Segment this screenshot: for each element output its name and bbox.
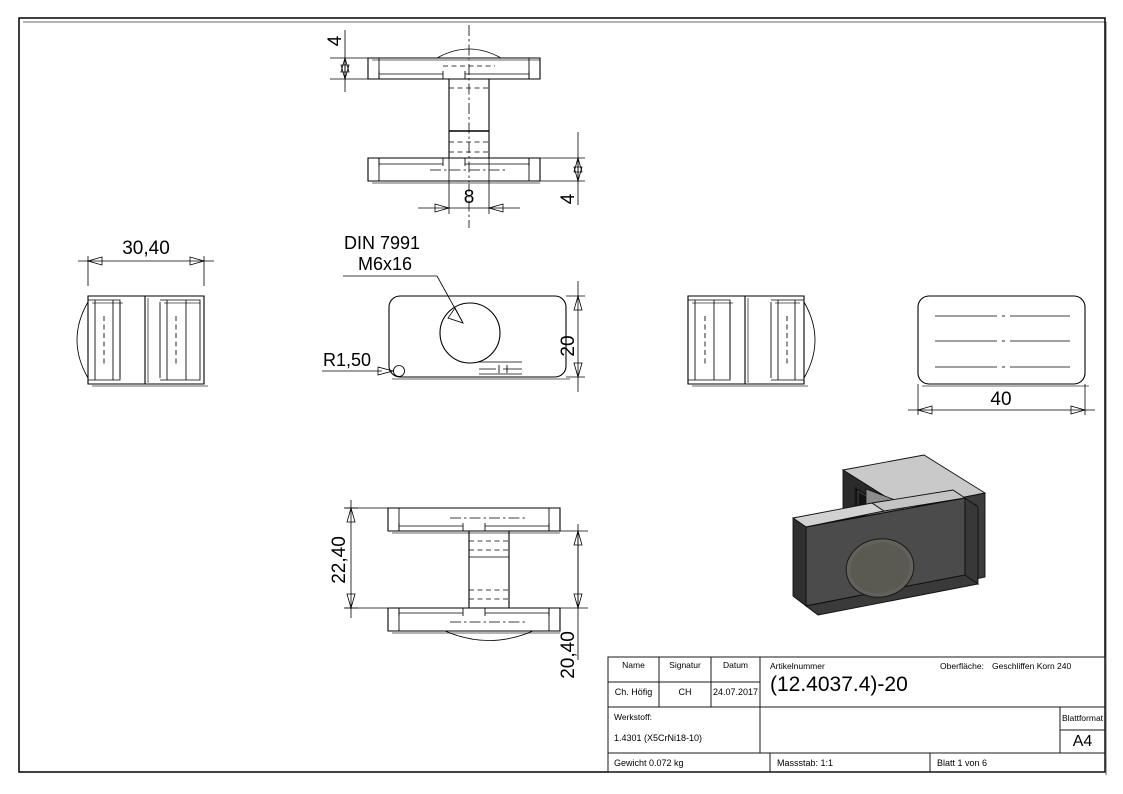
tb-value-signature: CH <box>678 687 692 697</box>
dimension-bottom-2040: 20,40 <box>558 524 583 679</box>
dim-label-4-right: 4 <box>558 193 579 204</box>
front-view-bolt-hole <box>439 302 501 364</box>
top-view-lower-flange <box>367 157 541 184</box>
left-side-view: 30,40 <box>76 238 214 387</box>
tb-surface-value: Geschliffen Korn 240 <box>992 661 1072 671</box>
right-view-arc <box>803 301 816 379</box>
annotation-din7991: DIN 7991 M6x16 <box>343 233 464 324</box>
dim-label-40: 40 <box>990 389 1011 410</box>
dim-label-8: 8 <box>464 187 475 208</box>
tb-col-name-header: Name <box>622 660 645 670</box>
front-view-radius-circle <box>393 365 405 377</box>
tb-material-label: Werkstoff: <box>614 712 652 722</box>
din-line-2: M6x16 <box>358 254 412 274</box>
top-view-dome-arc <box>436 48 502 59</box>
front-view-detail-lines <box>479 361 522 375</box>
tb-material-value: 1.4301 (X5CrNi18-10) <box>614 733 703 743</box>
dimension-bottom-2240: 22,40 <box>329 500 358 618</box>
tb-sheet-format-label: Blattformat <box>1061 713 1104 723</box>
dimension-top-4-upper: 4 <box>325 30 350 92</box>
bottom-view-upper-flange <box>387 507 561 534</box>
right-side-view <box>687 295 816 387</box>
top-view-upper-flange <box>367 57 541 80</box>
tb-value-date: 24.07.2017 <box>712 687 759 697</box>
end-view-centerlines <box>935 315 1070 368</box>
bottom-view-web <box>468 531 510 608</box>
top-view: 4 8 4 <box>325 25 585 228</box>
isometric-3d-render <box>791 454 987 616</box>
tb-surface-label: Oberfläche: <box>940 661 984 671</box>
dim-label-3040: 30,40 <box>122 238 170 259</box>
title-block <box>607 656 1106 773</box>
annotation-radius: R1,50 <box>322 350 395 376</box>
dimension-end-40: 40 <box>908 384 1095 415</box>
tb-col-date-header: Datum <box>722 660 749 670</box>
iso-front-plate <box>791 489 980 616</box>
dim-label-4-upper: 4 <box>325 35 346 46</box>
dim-label-2040: 20,40 <box>558 631 579 679</box>
bottom-view: 22,40 20,40 <box>329 500 588 679</box>
din-line-1: DIN 7991 <box>344 233 420 253</box>
tb-article-number: (12.4037.4)-20 <box>770 673 908 696</box>
tb-scale: Massstab: 1:1 <box>777 758 834 768</box>
bottom-view-dome-arc <box>444 630 534 641</box>
dimension-top-8: 8 <box>418 158 520 214</box>
tb-value-name: Ch. Höfig <box>614 687 653 697</box>
front-view: DIN 7991 M6x16 R1,50 20 <box>322 233 585 392</box>
dim-label-2240: 22,40 <box>329 536 350 584</box>
left-view-arc <box>76 301 89 379</box>
radius-label: R1,50 <box>323 350 371 370</box>
bottom-view-lower-flange <box>387 607 561 634</box>
tb-sheet-no: Blatt 1 von 6 <box>937 758 988 768</box>
tb-article-label: Artikelnummer <box>770 661 825 671</box>
sheet-frame <box>18 17 1107 775</box>
dimension-left-3040: 30,40 <box>78 238 214 286</box>
tb-sheet-format-value: A4 <box>1072 733 1093 750</box>
tb-weight: Gewicht 0.072 kg <box>614 758 684 768</box>
dim-label-20: 20 <box>558 335 579 356</box>
dimension-top-4-right: 4 <box>558 132 583 205</box>
tb-col-signature-header: Signatur <box>669 660 701 670</box>
dimension-front-20: 20 <box>558 281 585 392</box>
top-view-web <box>448 79 490 158</box>
end-view: 40 <box>908 295 1095 415</box>
